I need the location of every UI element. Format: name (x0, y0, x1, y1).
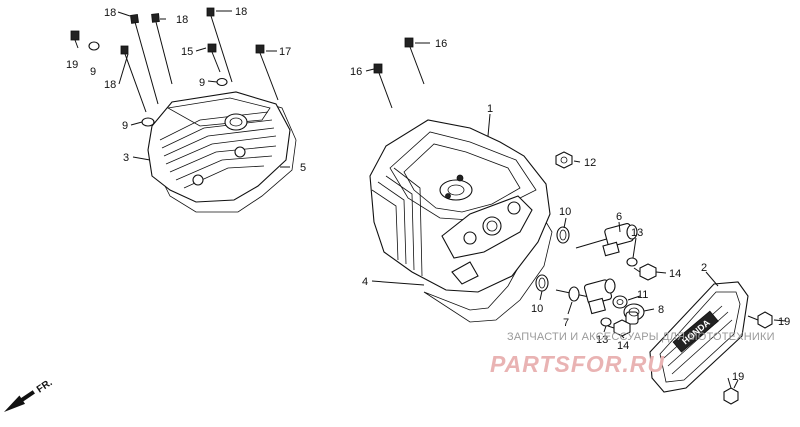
watermark-caption: ЗАПЧАСТИ И АКСЕССУАРЫ ДЛЯ МОТОТЕХНИКИ (507, 331, 775, 343)
callout-14-b: 14 (617, 340, 629, 352)
bolt-18-b (151, 13, 173, 85)
callout-2: 2 (701, 262, 707, 274)
cylinder-head-gasket-part-4 (423, 221, 553, 323)
shaft-part-6 (575, 223, 638, 257)
bolt-19-left (70, 30, 80, 49)
bolt-16-b (373, 63, 393, 109)
callout-6: 6 (616, 211, 622, 223)
cylinder-head-fins (371, 167, 423, 277)
o-rings-10 (535, 226, 570, 292)
callout-9-c: 9 (122, 120, 128, 132)
callout-12: 12 (584, 157, 596, 169)
callout-5: 5 (300, 162, 306, 174)
callout-8: 8 (658, 304, 664, 316)
callout-19-b: 19 (778, 316, 790, 328)
bolt-18-c (206, 7, 233, 83)
callout-19-c: 19 (732, 371, 744, 383)
callout-11: 11 (637, 289, 648, 301)
callout-19-a: 19 (66, 59, 78, 71)
callout-1: 1 (487, 103, 493, 115)
callout-4: 4 (362, 276, 368, 288)
plug-8 (623, 303, 645, 325)
bolts-16 (373, 37, 425, 109)
callout-17: 17 (279, 46, 291, 58)
bolt-17 (255, 44, 279, 101)
bolt-16-a (404, 37, 425, 85)
bolt-15 (207, 43, 221, 73)
callout-18-d: 18 (104, 79, 116, 91)
callout-18-b: 18 (176, 14, 188, 26)
front-direction-arrow-icon: FR. (4, 377, 55, 412)
callout-9-b: 9 (199, 77, 205, 89)
callout-10-a: 10 (559, 206, 571, 218)
seal-13-b (600, 317, 612, 327)
callout-16-b: 16 (350, 66, 362, 78)
site-watermark: ЗАПЧАСТИ И АКСЕССУАРЫ ДЛЯ МОТОТЕХНИКИ PA… (490, 331, 775, 377)
callout-16-a: 16 (435, 38, 447, 50)
nut-12 (555, 151, 573, 169)
right-leader-lines (365, 42, 787, 389)
bolts-19-right (723, 311, 773, 405)
callout-14-a: 14 (669, 268, 681, 280)
front-marker-label: FR. (35, 377, 55, 395)
head-cover-body (147, 91, 291, 203)
cylinder-head-cover-part-3 (147, 91, 297, 213)
left-leader-lines (117, 10, 290, 168)
left-bolts (70, 7, 279, 113)
cylinder-head-part-1 (369, 119, 553, 323)
callout-15: 15 (181, 46, 193, 58)
callout-7: 7 (563, 317, 569, 329)
callout-13-b: 13 (596, 334, 608, 346)
watermark-logo: PARTSFOR.RU (490, 351, 665, 377)
callout-numbers: 18 18 18 19 9 15 9 17 18 9 3 5 16 16 1 1… (66, 6, 790, 383)
callout-3: 3 (123, 152, 129, 164)
bolt-19-b (747, 311, 773, 329)
bolt-14-a (633, 263, 657, 281)
small-fasteners (600, 257, 657, 337)
callout-18-a: 18 (104, 7, 116, 19)
callout-9-a: 9 (90, 66, 96, 78)
washer-11 (612, 295, 628, 309)
seal-13-a (626, 257, 638, 267)
bolt-19-c (723, 377, 739, 405)
callout-10-b: 10 (531, 303, 543, 315)
bolt-14-b (607, 319, 631, 337)
shaft-part-7 (555, 278, 616, 315)
cylinder-head-body (369, 119, 551, 293)
callout-13-a: 13 (631, 227, 643, 239)
side-cover-part-2: HONDA (649, 281, 749, 393)
bolt-18-a (130, 14, 159, 105)
callout-18-c: 18 (235, 6, 247, 18)
bolt-18-d (120, 45, 147, 113)
